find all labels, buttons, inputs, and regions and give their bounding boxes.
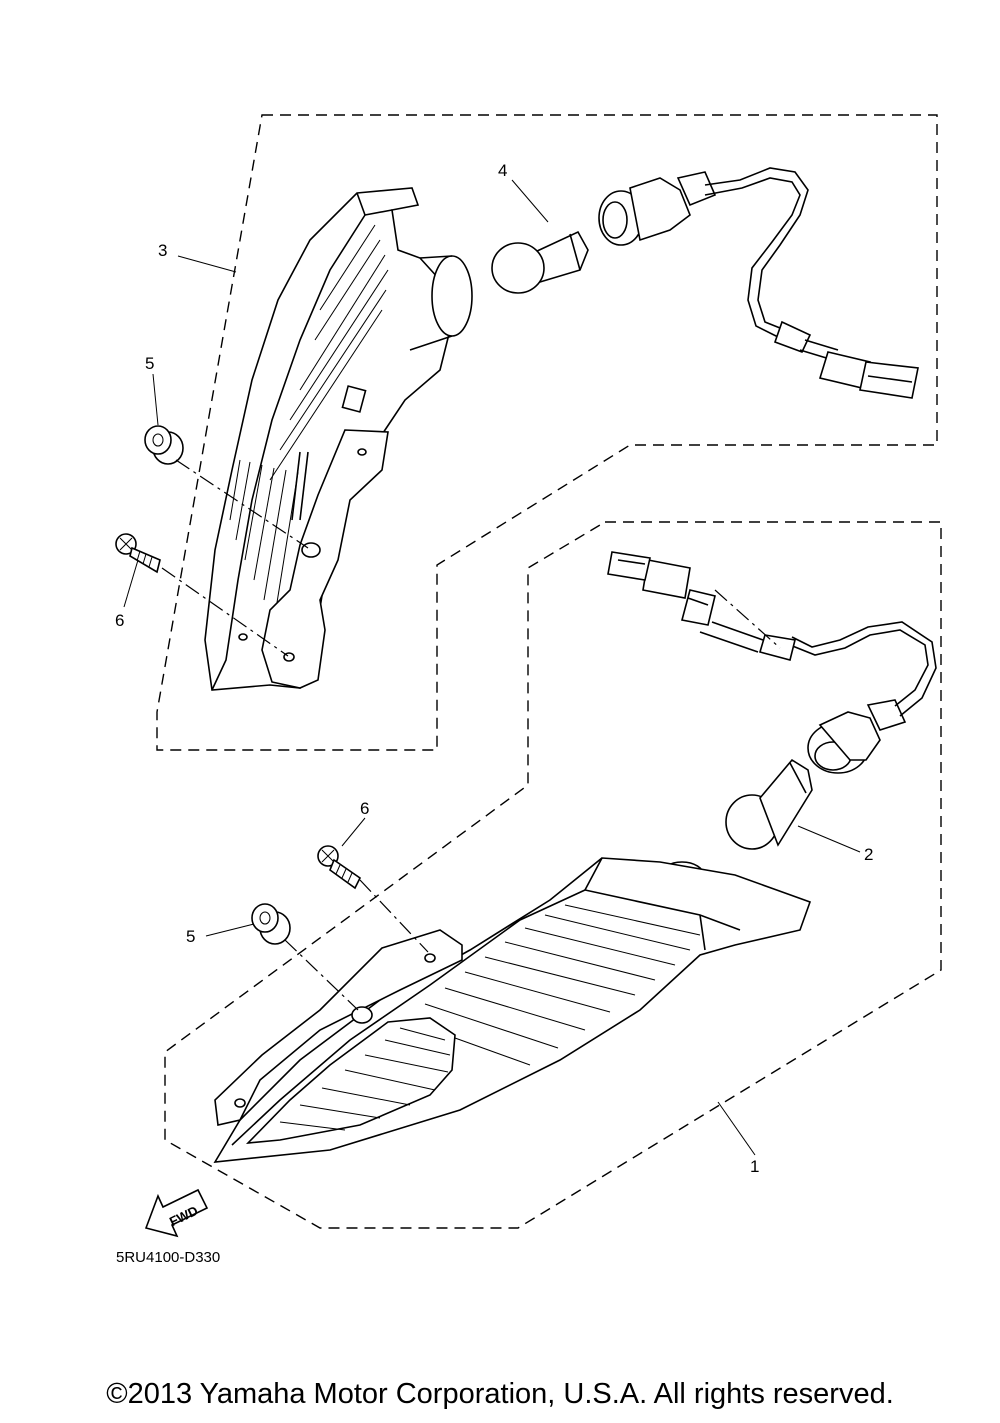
upper-bulb [491, 230, 589, 294]
upper-grommet [144, 425, 184, 465]
lower-turn-signal-lens [213, 857, 812, 1163]
upper-assembly-boundary [156, 114, 938, 751]
leader-line-6b [341, 817, 366, 847]
leader-line-3 [177, 255, 237, 273]
lower-assembly-boundary [164, 521, 942, 1229]
leader-line-4 [511, 179, 549, 223]
leader-line-2 [797, 825, 861, 853]
lower-screw [317, 845, 362, 890]
callout-4: 4 [498, 161, 507, 180]
leader-line-5a [152, 373, 159, 426]
lower-socket-harness [607, 551, 937, 774]
upper-turn-signal-lens [204, 187, 473, 691]
fwd-arrow-icon: FWD [144, 1188, 209, 1238]
leader-line-1 [717, 1101, 756, 1156]
callout-1: 1 [750, 1157, 759, 1176]
callout-3: 3 [158, 241, 167, 260]
callout-2: 2 [864, 845, 873, 864]
upper-socket-harness [598, 167, 919, 399]
callout-6-upper: 6 [115, 611, 124, 630]
lower-bulb [725, 758, 813, 850]
upper-screw [115, 533, 161, 574]
callout-5-lower: 5 [186, 927, 195, 946]
callout-5-upper: 5 [145, 354, 154, 373]
copyright-notice: ©2013 Yamaha Motor Corporation, U.S.A. A… [106, 1378, 894, 1410]
diagram-code: 5RU4100-D330 [116, 1249, 220, 1266]
lower-grommet [251, 903, 291, 945]
callout-6-lower: 6 [360, 799, 369, 818]
leader-line-6a [123, 559, 139, 608]
leader-line-5b [205, 923, 255, 937]
